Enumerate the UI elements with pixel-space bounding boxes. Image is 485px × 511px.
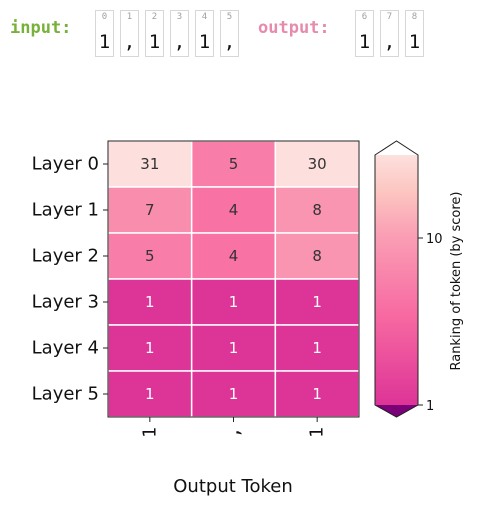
cell-value-label: 1 [312,385,322,403]
cell-value-label: 8 [312,201,322,219]
token-index: 1 [126,12,133,22]
cell-value-label: 5 [145,247,155,265]
x-tick-label: 1 [307,427,328,438]
heatmap-cell [190,186,277,234]
cell-value-label: 4 [229,247,239,265]
token-index: 0 [101,12,108,22]
heatmap-cell [274,140,360,188]
cell-value-label: 1 [145,385,155,403]
y-tick-label: Layer 5 [32,384,99,405]
cell-value-label: 1 [145,293,155,311]
output-token: 6 1 [355,10,374,57]
cell-value-label: 5 [229,155,239,173]
cell-value-label: 1 [229,385,239,403]
heatmap-cell [107,278,193,326]
input-token: 1 , [120,10,139,57]
heatmap-cell [107,232,193,280]
colorbar-extend-min [375,405,418,417]
y-tick-label: Layer 0 [32,154,99,175]
input-token: 3 , [170,10,189,57]
token-text: 1 [198,31,211,53]
output-token: 8 1 [405,10,424,57]
token-text: 1 [408,31,421,53]
token-strip: input: 0 1 1 , 2 1 3 , 4 1 5 , output: 6 [0,8,485,60]
input-label: input: [10,18,72,38]
token-text: , [123,31,136,53]
x-tick-label: , [223,427,244,438]
cell-value-label: 1 [145,339,155,357]
token-index: 7 [386,12,393,22]
colorbar-gradient [375,155,418,405]
heatmap-cell [274,186,360,234]
token-text: , [383,31,396,53]
output-token: 7 , [380,10,399,57]
cell-value-label: 1 [229,339,239,357]
cell-value-label: 1 [312,293,322,311]
y-tick-label: Layer 3 [32,292,99,313]
cell-value-label: 1 [312,339,322,357]
cell-value-label: 30 [308,155,327,173]
colorbar: 10 1 Ranking of token (by score) [374,140,464,418]
input-token: 2 1 [145,10,164,57]
token-text: 1 [98,31,111,53]
heatmap-cell [190,278,277,326]
x-tick-label: 1 [139,427,160,438]
token-index: 8 [411,12,418,22]
input-token: 4 1 [195,10,214,57]
token-index: 5 [226,12,233,22]
colorbar-tick-label: 1 [426,399,434,414]
token-text: , [173,31,186,53]
output-label: output: [258,18,330,38]
colorbar-extend-max [375,141,418,155]
heatmap-cell [190,370,277,418]
heatmap-cell [107,140,193,188]
cell-value-label: 4 [229,201,239,219]
input-token: 5 , [220,10,239,57]
colorbar-label: Ranking of token (by score) [449,191,464,370]
token-text: 1 [358,31,371,53]
token-index: 2 [151,12,158,22]
token-text: 1 [148,31,161,53]
cell-value-label: 1 [229,293,239,311]
cell-value-label: 8 [312,247,322,265]
cell-value-label: 7 [145,201,155,219]
token-index: 3 [176,12,183,22]
x-axis-label: Output Token [173,476,292,497]
input-token: 0 1 [95,10,114,57]
plot-frame [107,140,360,418]
colorbar-tick-label: 10 [426,232,443,247]
y-tick-label: Layer 2 [32,246,99,267]
token-index: 4 [201,12,208,22]
colorbar-outline [374,140,419,418]
cell-value-label: 31 [140,155,159,173]
y-tick-label: Layer 1 [32,200,99,221]
token-text: , [223,31,236,53]
y-tick-label: Layer 4 [32,338,99,359]
token-index: 6 [361,12,368,22]
